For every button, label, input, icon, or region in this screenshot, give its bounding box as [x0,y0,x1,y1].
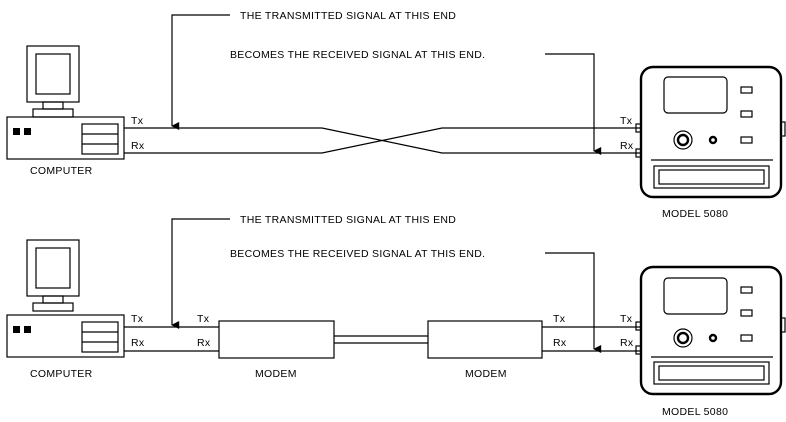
received-signal-note: BECOMES THE RECEIVED SIGNAL AT THIS END. [230,248,485,260]
device-label: MODEL 5080 [662,406,728,418]
receive-arrow [545,53,602,155]
crossover-cable [124,127,640,154]
modem-left-label: MODEM [255,368,297,380]
top-diagram: COMPUTER Tx Rx Tx Rx THE TRANSMITTED SIG… [6,10,786,220]
model-5080-device-icon [635,265,786,396]
left-tx-label: Tx [131,115,144,127]
right-rx-label: Rx [620,140,634,152]
transmitted-signal-note: THE TRANSMITTED SIGNAL AT THIS END [240,214,456,226]
computer-tx-label: Tx [131,313,144,325]
right-tx-label: Tx [620,115,633,127]
modem1-tx-label: Tx [197,313,210,325]
computer-rx-label: Rx [131,337,145,349]
device-label: MODEL 5080 [662,208,728,220]
modem1-rx-label: Rx [197,337,211,349]
model-5080-device-icon [635,65,786,199]
received-signal-note: BECOMES THE RECEIVED SIGNAL AT THIS END. [230,49,485,61]
receive-arrow [545,252,602,353]
modem-left-icon [218,320,335,359]
computer-icon [6,45,125,160]
transmit-arrow [171,218,230,329]
left-rx-label: Rx [131,140,145,152]
computer-label: COMPUTER [30,368,93,380]
computer-icon [6,239,125,358]
computer-label: COMPUTER [30,165,93,177]
device-rx-label: Rx [620,337,634,349]
transmitted-signal-note: THE TRANSMITTED SIGNAL AT THIS END [240,10,456,22]
device-tx-label: Tx [620,313,633,325]
modem-right-label: MODEM [465,368,507,380]
transmit-arrow [171,14,230,130]
serial-cable-right [542,326,641,352]
phone-line [334,335,428,344]
modem2-rx-label: Rx [553,337,567,349]
modem2-tx-label: Tx [553,313,566,325]
modem-right-icon [427,320,543,359]
bottom-diagram: COMPUTER MODEM MODEM Tx Rx Tx Rx Tx Rx T… [6,214,786,418]
